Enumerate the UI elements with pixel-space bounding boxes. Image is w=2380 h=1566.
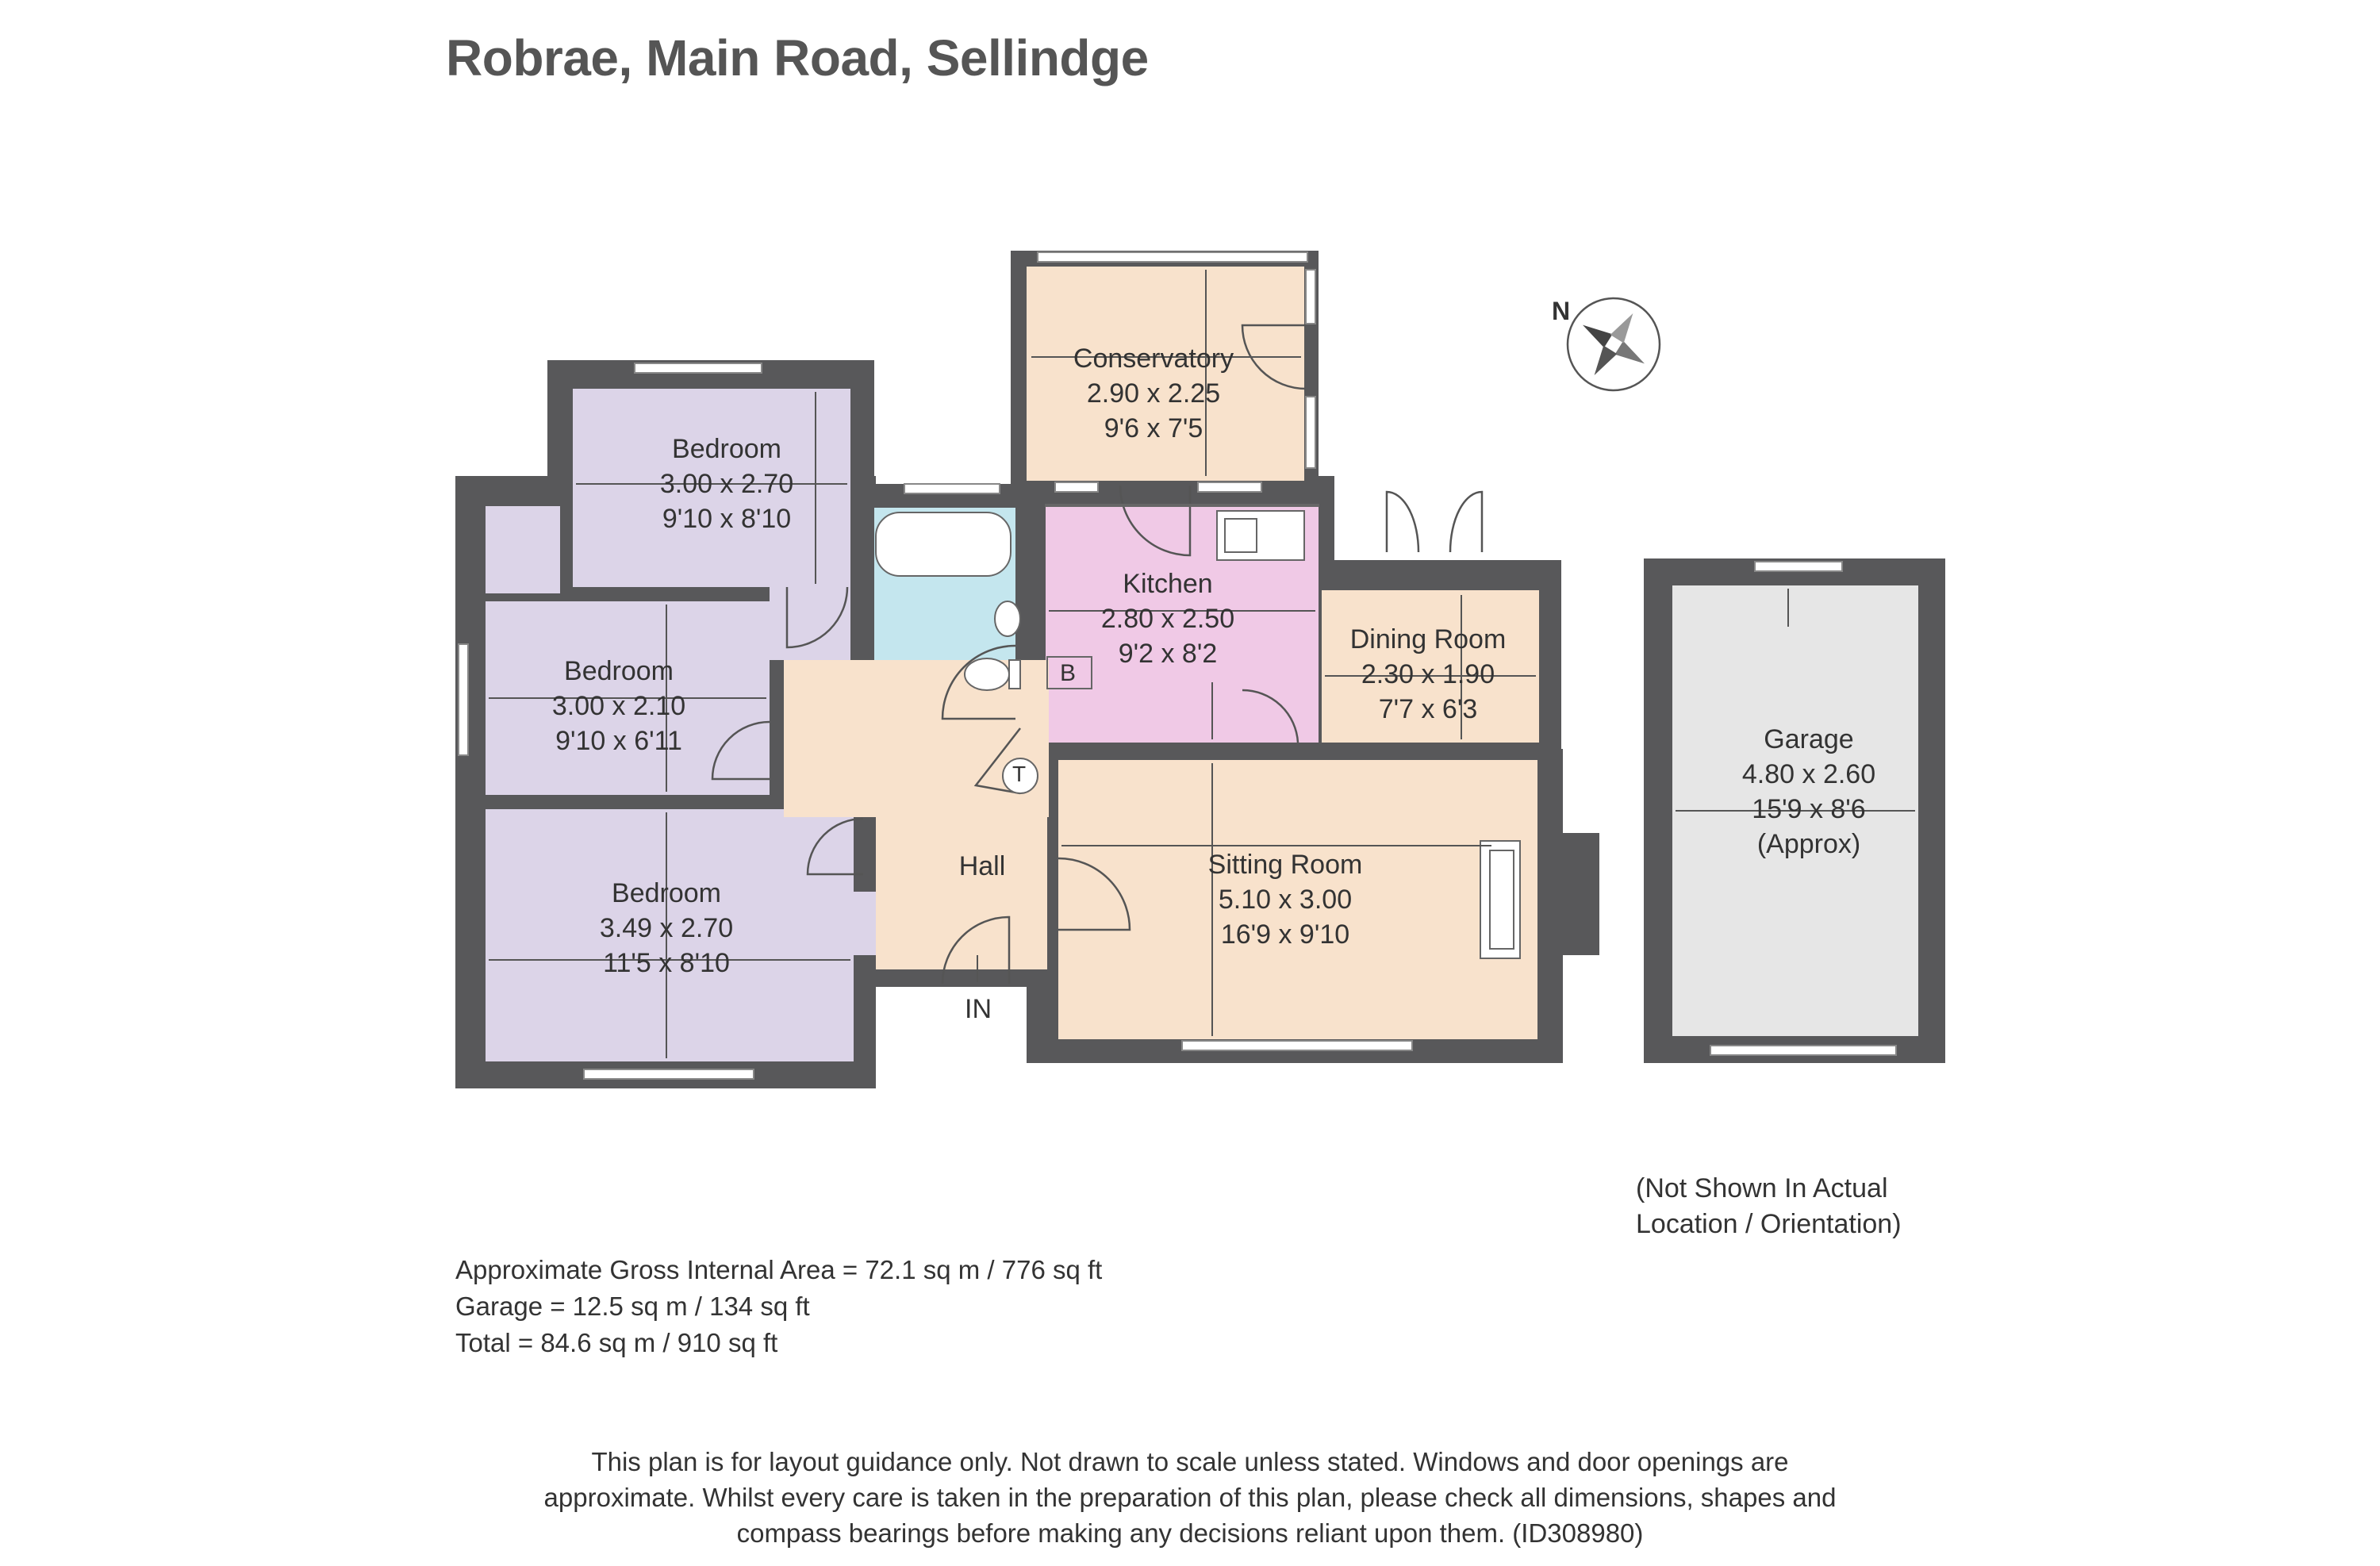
window-conservatory-side-2 [1305, 396, 1316, 469]
toilet [964, 658, 1010, 691]
room-name: Garage [1764, 724, 1854, 754]
room-label-bedroom-2: Bedroom 3.00 x 2.10 9'10 x 6'11 [552, 654, 685, 758]
fill-dining [1322, 590, 1539, 743]
dimension-arrows [489, 270, 1915, 1058]
door-airing-cupboard [973, 727, 1021, 795]
water-tank [1002, 758, 1038, 794]
door-front [941, 915, 1011, 985]
entrance-label: IN [965, 994, 992, 1024]
garage-note-line-1: (Not Shown In Actual [1636, 1173, 1888, 1203]
room-metric: 2.80 x 2.50 [1100, 604, 1235, 634]
fill-hall-lower [876, 801, 1047, 969]
window-bathroom [904, 483, 1000, 494]
room-label-bedroom-1: Bedroom 3.00 x 2.70 9'10 x 8'10 [660, 432, 793, 536]
fixtures [875, 504, 1521, 959]
basin [994, 601, 1021, 637]
room-metric: 5.10 x 3.00 [1218, 885, 1353, 915]
room-metric: 2.90 x 2.25 [1086, 378, 1221, 409]
kitchen-sink-bowl [1224, 518, 1257, 553]
room-label-kitchen: Kitchen 2.80 x 2.50 9'2 x 8'2 [1101, 566, 1234, 671]
door-kitchen-larder [1242, 689, 1299, 743]
door-dining-french [1385, 490, 1484, 553]
room-label-sitting: Sitting Room 5.10 x 3.00 16'9 x 9'10 [1208, 847, 1363, 952]
window-bedroom-1 [634, 363, 762, 374]
disclaimer: This plan is for layout guidance only. N… [543, 1447, 1837, 1548]
room-label-dining: Dining Room 2.30 x 1.90 7'7 x 6'3 [1350, 622, 1507, 727]
room-label-bedroom-3: Bedroom 3.49 x 2.70 11'5 x 8'10 [600, 876, 733, 981]
page-title: Robrae, Main Road, Sellindge [446, 29, 1149, 86]
chimney-breast [1547, 833, 1599, 955]
room-note: (Approx) [1756, 829, 1861, 859]
window-kitchen-1 [1054, 482, 1099, 493]
room-name: Conservatory [1073, 344, 1234, 374]
window-bedroom-3 [583, 1069, 754, 1080]
door-bedroom-2 [711, 720, 770, 781]
room-imperial: 9'2 x 8'2 [1118, 639, 1218, 669]
area-total: Total = 84.6 sq m / 910 sq ft [455, 1328, 778, 1357]
room-name: Dining Room [1349, 624, 1507, 654]
room-name: Bedroom [672, 434, 781, 464]
room-label-conservatory: Conservatory 2.90 x 2.25 9'6 x 7'5 [1073, 341, 1234, 446]
fill-bedroom-1 [573, 389, 850, 587]
room-metric: 3.49 x 2.70 [599, 913, 734, 943]
fill-sitting [1058, 760, 1537, 1039]
window-conservatory-side-1 [1305, 269, 1316, 324]
boiler-box [1046, 656, 1092, 689]
room-metric: 3.00 x 2.10 [551, 691, 686, 721]
room-metric: 4.80 x 2.60 [1741, 759, 1876, 789]
doors [711, 324, 1484, 985]
kitchen-worktop [1045, 504, 1319, 507]
window-bedroom-2 [458, 643, 469, 756]
fill-conservatory [1027, 267, 1304, 481]
room-metric: 2.30 x 1.90 [1361, 659, 1495, 689]
room-imperial: 11'5 x 8'10 [603, 948, 730, 978]
area-garage: Garage = 12.5 sq m / 134 sq ft [455, 1292, 810, 1321]
garage-door [1710, 1045, 1897, 1056]
room-label-garage: Garage 4.80 x 2.60 15'9 x 8'6 (Approx) [1742, 722, 1875, 862]
area-summary: Approximate Gross Internal Area = 72.1 s… [455, 1252, 1102, 1361]
bathtub [875, 512, 1012, 577]
room-metric: 3.00 x 2.70 [659, 469, 794, 499]
room-imperial: 16'9 x 9'10 [1220, 919, 1350, 950]
fill-bedroom-cupboard [486, 506, 560, 593]
window-garage [1754, 561, 1843, 572]
room-imperial: 9'10 x 6'11 [555, 726, 682, 756]
compass-icon [1566, 297, 1661, 392]
door-kitchen [1119, 485, 1192, 557]
window-sitting [1181, 1040, 1413, 1051]
tank-label: T [1012, 762, 1027, 786]
door-conservatory [1241, 324, 1307, 390]
fill-bedroom-3 [486, 809, 854, 1061]
garage-note-line-2: Location / Orientation) [1636, 1209, 1902, 1239]
room-name: Kitchen [1123, 569, 1213, 599]
toilet-cistern [1008, 659, 1021, 689]
room-name: Hall [958, 851, 1006, 881]
door-bathroom [941, 644, 1016, 720]
room-imperial: 9'6 x 7'5 [1104, 413, 1203, 443]
room-imperial: 15'9 x 8'6 [1752, 794, 1866, 824]
room-name: Bedroom [612, 878, 721, 908]
boiler-label: B [1060, 660, 1077, 686]
window-kitchen-2 [1197, 482, 1262, 493]
garage-note: (Not Shown In Actual Location / Orientat… [1636, 1171, 1902, 1242]
door-bedroom-3 [806, 817, 864, 876]
door-sitting [1058, 857, 1131, 931]
fireplace-inner [1489, 850, 1514, 950]
room-label-hall: Hall [959, 849, 1006, 884]
windows [458, 251, 1897, 1080]
room-imperial: 9'10 x 8'10 [662, 504, 792, 534]
room-name: Bedroom [564, 656, 674, 686]
window-conservatory-top [1037, 251, 1308, 263]
fill-bedroom-2-ext [770, 587, 850, 660]
room-name: Sitting Room [1207, 850, 1363, 880]
room-fills [486, 267, 1918, 1061]
area-gross: Approximate Gross Internal Area = 72.1 s… [455, 1255, 1103, 1284]
door-bedroom-1 [785, 586, 849, 649]
north-label: N [1552, 297, 1571, 325]
room-imperial: 7'7 x 6'3 [1378, 694, 1478, 724]
